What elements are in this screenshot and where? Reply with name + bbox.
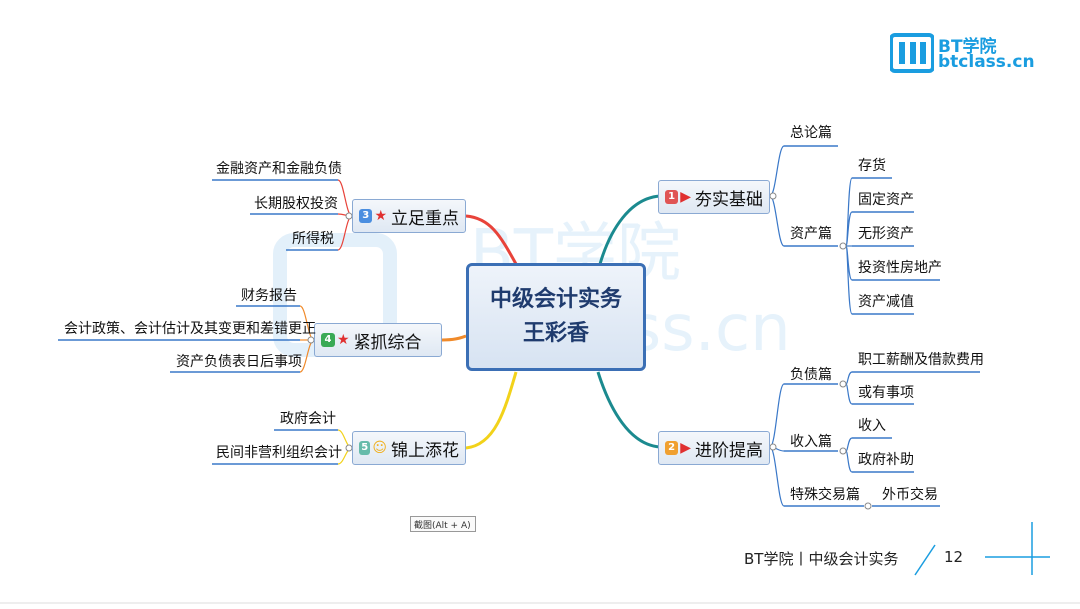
leaf-item[interactable]: 所得税 [292, 231, 334, 247]
leaf-item[interactable]: 外币交易 [882, 487, 938, 503]
flag-icon: ▶ [680, 440, 691, 456]
leaf-item[interactable]: 收入 [858, 418, 886, 434]
leaf-item[interactable]: 财务报告 [241, 288, 297, 304]
topic-label: 锦上添花 [391, 440, 459, 461]
number-badge: 4 [321, 333, 335, 347]
leaf-item[interactable]: 民间非营利组织会计 [216, 445, 342, 461]
topic-2[interactable]: 2 ▶ 进阶提高 [658, 431, 770, 465]
number-badge: 1 [665, 190, 679, 204]
star-icon: ★ [337, 332, 350, 348]
leaf-item[interactable]: 资产负债表日后事项 [176, 354, 302, 370]
subtopic-label[interactable]: 收入篇 [790, 434, 832, 450]
leaf-item[interactable]: 存货 [858, 158, 886, 174]
screenshot-tooltip: 截图(Alt + A) [410, 516, 476, 532]
leaf-item[interactable]: 金融资产和金融负债 [216, 161, 342, 177]
page-number: 12 [944, 548, 964, 566]
leaf-item[interactable]: 或有事项 [858, 385, 914, 401]
topic-label: 紧抓综合 [353, 332, 422, 353]
flag-icon: ▶ [680, 189, 691, 205]
topic-1[interactable]: 1 ▶ 夯实基础 [658, 180, 770, 214]
leaf-item[interactable]: 无形资产 [858, 226, 914, 242]
leaf-item[interactable]: 政府会计 [280, 411, 336, 427]
topic-label: 夯实基础 [695, 189, 763, 210]
number-badge: 3 [359, 209, 373, 223]
topic-label: 进阶提高 [695, 440, 763, 461]
star-icon: ★ [374, 208, 387, 224]
smiley-icon: ☺ [372, 440, 387, 456]
central-title: 中级会计实务 [489, 287, 622, 312]
topic-5[interactable]: 5 ☺ 锦上添花 [352, 431, 466, 465]
subtopic-label[interactable]: 资产篇 [790, 226, 832, 242]
leaf-item[interactable]: 资产减值 [858, 294, 914, 310]
subtopic-label[interactable]: 总论篇 [790, 125, 832, 141]
leaf-item[interactable]: 职工薪酬及借款费用 [858, 352, 984, 368]
topic-3[interactable]: 3 ★ 立足重点 [352, 199, 466, 233]
bt-logo-icon [890, 33, 934, 73]
leaf-item[interactable]: 长期股权投资 [254, 196, 338, 212]
topic-label: 立足重点 [391, 208, 459, 229]
topic-4[interactable]: 4 ★ 紧抓综合 [314, 323, 442, 357]
number-badge: 5 [359, 441, 371, 455]
leaf-item[interactable]: 固定资产 [858, 192, 914, 208]
leaf-item[interactable]: 政府补助 [858, 452, 914, 468]
logo-url: btclass.cn [938, 52, 1035, 72]
leaf-item[interactable]: 会计政策、会计估计及其变更和差错更正 [64, 321, 316, 337]
number-badge: 2 [665, 441, 679, 455]
footer-title: BT学院丨中级会计实务 [744, 550, 899, 568]
leaf-item[interactable]: 投资性房地产 [858, 260, 942, 276]
central-topic[interactable]: 中级会计实务 王彩香 [466, 263, 646, 371]
logo-title: BT学院 [938, 37, 997, 57]
subtopic-label[interactable]: 负债篇 [790, 367, 832, 383]
central-subtitle: 王彩香 [522, 321, 589, 346]
subtopic-label[interactable]: 特殊交易篇 [790, 487, 860, 503]
brand-logo: BT学院 btclass.cn [890, 30, 1040, 80]
